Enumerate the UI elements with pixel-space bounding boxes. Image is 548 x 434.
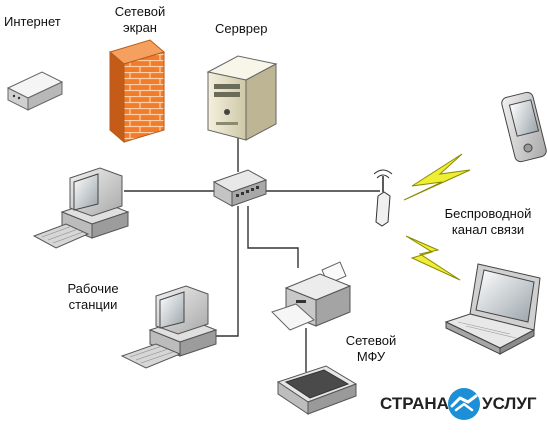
wireless-access-point-icon xyxy=(373,169,393,227)
firewall-icon xyxy=(108,39,166,144)
lightning-icon xyxy=(403,153,471,281)
label-mfu-line1: Сетевой xyxy=(345,333,397,348)
label-workstations-line1: Рабочие xyxy=(67,281,119,296)
label-firewall-line1: Сетевой xyxy=(114,4,166,19)
network-switch-icon xyxy=(212,169,268,207)
label-mfu: Сетевой МФУ xyxy=(336,333,406,365)
watermark-left: СТРАНА xyxy=(380,394,449,413)
pda-icon xyxy=(501,91,547,163)
cable-switch-mfu xyxy=(247,206,299,268)
workstation-bottom-icon xyxy=(120,285,218,369)
label-wireless-line2: канал связи xyxy=(451,222,525,237)
watermark-right: УСЛУГ xyxy=(482,394,537,413)
label-wireless-line1: Беспроводной xyxy=(444,206,532,221)
label-mfu-line2: МФУ xyxy=(356,349,386,364)
label-wireless: Беспроводной канал связи xyxy=(432,206,544,238)
logo-handshake-icon xyxy=(448,388,480,420)
label-internet: Интернет xyxy=(4,14,61,29)
label-workstations-line2: станции xyxy=(68,297,118,312)
server-icon xyxy=(206,55,278,141)
network-cables xyxy=(124,132,380,372)
modem-icon xyxy=(6,71,64,111)
label-firewall: Сетевой экран xyxy=(108,4,172,36)
workstation-top-icon xyxy=(32,167,130,249)
label-server: Серврер xyxy=(215,21,268,36)
label-firewall-line2: экран xyxy=(123,20,157,35)
label-workstations: Рабочие станции xyxy=(58,281,128,313)
scanner-icon xyxy=(276,365,358,415)
cable-switch-workstation-bottom xyxy=(212,206,239,337)
laptop-icon xyxy=(444,263,541,355)
mfu-printer-icon xyxy=(271,261,352,331)
